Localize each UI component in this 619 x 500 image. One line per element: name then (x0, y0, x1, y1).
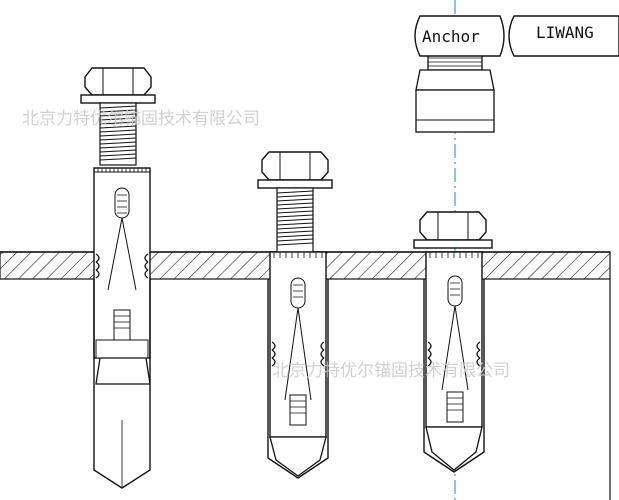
anchor-label-tag: Anchor (414, 15, 505, 57)
anchor-stage-3 (413, 211, 493, 473)
drill-hole (267, 279, 329, 479)
sleeve (425, 251, 483, 428)
watermark-top: 北京力特优尔锚固技术有限公司 (22, 109, 260, 129)
thread (276, 187, 314, 253)
cone-tip (95, 357, 151, 385)
thread (99, 102, 137, 166)
hex-head (413, 211, 493, 249)
cone-tip (425, 426, 483, 471)
hex-head (80, 67, 156, 104)
brand-label: LIWANG (536, 23, 594, 42)
anchor-label: Anchor (422, 27, 480, 46)
cone-tip (269, 436, 327, 477)
watermark-bottom: 北京力特优尔锚固技术有限公司 (272, 361, 510, 381)
anchor-stage-1 (80, 67, 156, 489)
drill-hole (423, 279, 485, 473)
brand-label-tag: LIWANG (508, 15, 619, 57)
sleeve (93, 167, 151, 359)
setting-tool (415, 53, 495, 133)
anchor-stage-2 (257, 151, 333, 479)
hex-head (257, 151, 333, 189)
sleeve (269, 251, 327, 438)
